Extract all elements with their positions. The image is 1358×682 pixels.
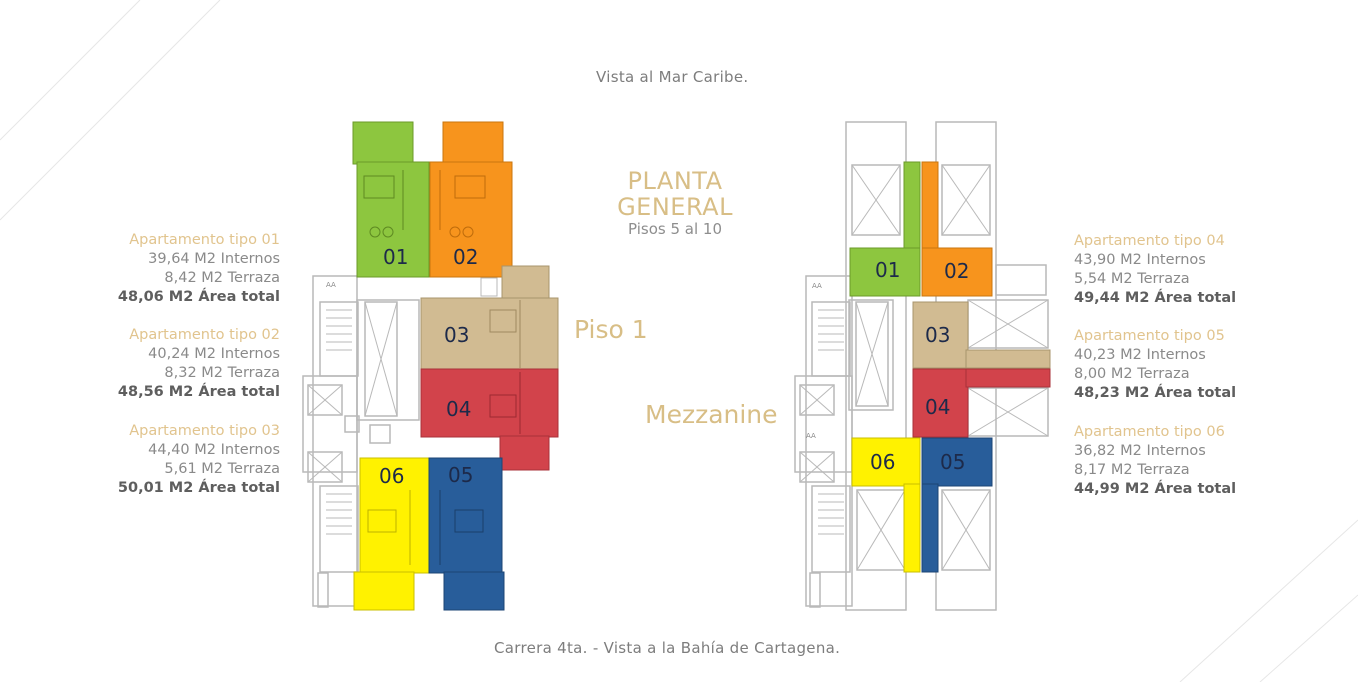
apt-terrace: 8,17 M2 Terraza (1074, 462, 1190, 478)
core-details (307, 301, 398, 535)
mezz-unit-01[interactable] (849, 161, 921, 297)
apt-total: 49,44 M2 Área total (1074, 290, 1237, 306)
apt-interior: 40,23 M2 Internos (1074, 347, 1206, 363)
apt-terrace: 8,42 M2 Terraza (164, 270, 280, 286)
unit-01[interactable] (352, 121, 430, 278)
unit-04[interactable] (420, 368, 559, 471)
unit-label: 01 (383, 245, 408, 269)
label-mezzanine: Mezzanine (645, 400, 778, 429)
title-line-2: GENERAL (617, 193, 733, 221)
unit-label: 06 (379, 464, 404, 488)
apt-name: Apartamento tipo 03 (129, 423, 280, 439)
shaft (480, 277, 498, 297)
apt-info-03: Apartamento tipo 03 44,40 M2 Internos 5,… (20, 422, 280, 498)
bottom-caption: Carrera 4ta. - Vista a la Bahía de Carta… (494, 639, 841, 657)
apt-terrace: 5,54 M2 Terraza (1074, 271, 1190, 287)
plan-title: PLANTA GENERAL Pisos 5 al 10 (600, 168, 750, 238)
mezz-unit-05[interactable] (921, 437, 993, 573)
unit-label: 03 (444, 323, 469, 347)
unit-label: 05 (448, 463, 473, 487)
apt-interior: 39,64 M2 Internos (148, 251, 280, 267)
unit-label: 05 (940, 450, 965, 474)
apt-info-06: Apartamento tipo 06 36,82 M2 Internos 8,… (1074, 423, 1334, 499)
unit-label: 03 (925, 323, 950, 347)
label-piso: Piso 1 (574, 315, 648, 344)
mezz-unit-06[interactable] (851, 437, 921, 573)
apt-total: 50,01 M2 Área total (117, 480, 280, 496)
apt-total: 48,56 M2 Área total (117, 384, 280, 400)
unit-label: 01 (875, 258, 900, 282)
apt-name: Apartamento tipo 04 (1074, 233, 1225, 249)
apt-interior: 43,90 M2 Internos (1074, 252, 1206, 268)
apt-info-05: Apartamento tipo 05 40,23 M2 Internos 8,… (1074, 327, 1334, 403)
unit-05[interactable] (428, 457, 505, 611)
mezz-details (799, 164, 1049, 571)
apt-name: Apartamento tipo 02 (129, 327, 280, 343)
unit-label: 06 (870, 450, 895, 474)
aa-label-1: AA (326, 281, 336, 289)
apt-name: Apartamento tipo 06 (1074, 424, 1225, 440)
apt-info-04: Apartamento tipo 04 43,90 M2 Internos 5,… (1074, 232, 1334, 308)
apt-total: 44,99 M2 Área total (1074, 481, 1237, 497)
mezz-unit-02[interactable] (921, 161, 993, 297)
unit-label: 04 (446, 397, 471, 421)
apt-interior: 44,40 M2 Internos (148, 442, 280, 458)
apt-total: 48,23 M2 Área total (1074, 385, 1237, 401)
unit-label: 02 (453, 245, 478, 269)
apt-interior: 36,82 M2 Internos (1074, 443, 1206, 459)
apt-terrace: 8,32 M2 Terraza (164, 365, 280, 381)
top-caption: Vista al Mar Caribe. (596, 68, 749, 86)
unit-02[interactable] (429, 121, 513, 278)
apt-name: Apartamento tipo 05 (1074, 328, 1225, 344)
unit-03[interactable] (420, 265, 559, 371)
aa-label-3: AA (806, 432, 816, 440)
apt-info-01: Apartamento tipo 01 39,64 M2 Internos 8,… (20, 231, 280, 307)
apt-total: 48,06 M2 Área total (117, 289, 280, 305)
aa-label-2: AA (812, 282, 822, 290)
unit-label: 02 (944, 259, 969, 283)
unit-06[interactable] (353, 457, 431, 611)
mezz-unit-03[interactable] (912, 301, 1051, 369)
apt-terrace: 5,61 M2 Terraza (164, 461, 280, 477)
plan-subtitle: Pisos 5 al 10 (628, 220, 722, 238)
mezz-unit-04[interactable] (912, 368, 1051, 438)
apt-info-02: Apartamento tipo 02 40,24 M2 Internos 8,… (20, 326, 280, 402)
title-line-1: PLANTA (627, 167, 723, 195)
apt-interior: 40,24 M2 Internos (148, 346, 280, 362)
apt-name: Apartamento tipo 01 (129, 232, 280, 248)
unit-label: 04 (925, 395, 950, 419)
core-outline (302, 275, 420, 608)
apt-terrace: 8,00 M2 Terraza (1074, 366, 1190, 382)
